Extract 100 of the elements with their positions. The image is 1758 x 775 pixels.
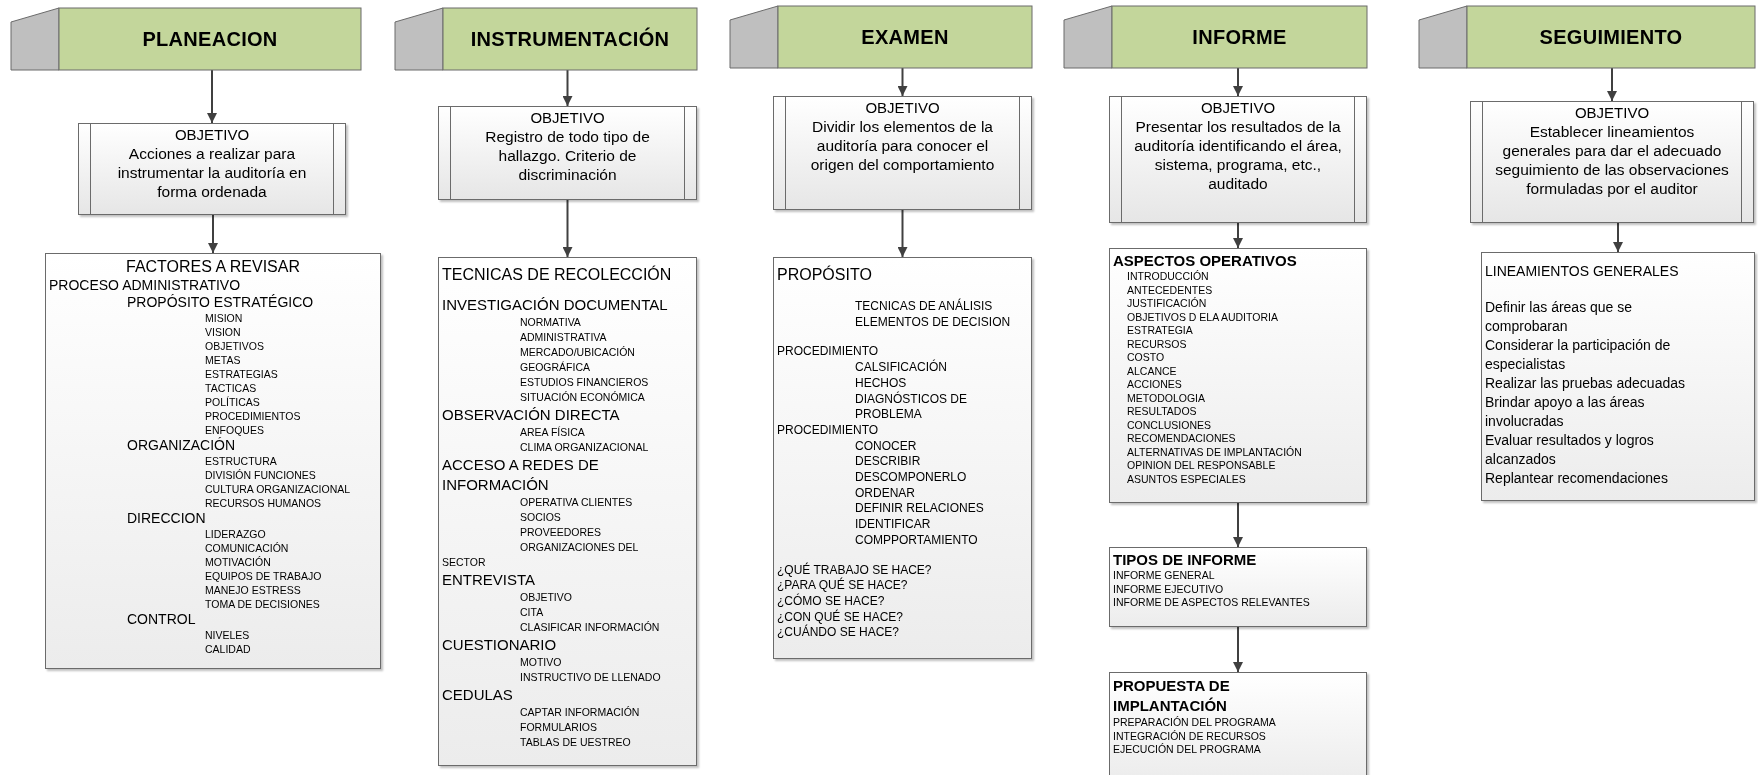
box-heading: ASPECTOS OPERATIVOS	[1113, 252, 1297, 270]
list-item: RECURSOS HUMANOS	[205, 496, 322, 510]
list-item: LIDERAZGO	[205, 527, 266, 541]
list-item: METAS	[205, 353, 241, 367]
list-box	[1481, 252, 1755, 501]
list-item: MOTIVACIÓN	[205, 555, 271, 569]
objective-text: Acciones a realizar para instrumentar la auditoría en forma ordenada	[116, 144, 308, 201]
header-block	[1419, 6, 1755, 68]
list-item: OPERATIVA CLIENTES	[520, 495, 633, 510]
list-item: ESTRUCTURA	[205, 454, 277, 468]
list-item: CONCLUSIONES	[1127, 418, 1211, 432]
header-block	[730, 6, 1032, 68]
arrow	[208, 214, 218, 254]
list-item: RESULTADOS	[1127, 405, 1197, 419]
list-item: ALTERNATIVAS DE IMPLANTACIÓN	[1127, 445, 1302, 459]
list-item: IDENTIFICAR COMPPORTAMIENTO	[855, 517, 975, 549]
list-item: OPINION DEL RESPONSABLE	[1127, 459, 1276, 473]
list-item: ESTUDIOS FINANCIEROS	[520, 375, 649, 390]
list-item: OBSERVACIÓN DIRECTA	[442, 405, 620, 425]
list-item: CALSIFICACIÓN	[855, 360, 947, 376]
header-title: EXAMEN	[860, 25, 950, 49]
list-item: CITA	[520, 605, 544, 620]
list-item: ENFOQUES	[205, 423, 264, 437]
list-item: MISION	[205, 311, 243, 325]
arrow	[562, 199, 573, 258]
list-item: INFORME GENERAL	[1113, 569, 1215, 583]
list-item: INSTRUCTIVO DE LLENADO	[520, 670, 661, 685]
list-item: COMUNICACIÓN	[205, 541, 289, 555]
list-item: ESTRATEGIA	[1127, 324, 1193, 338]
box-heading: TIPOS DE INFORME	[1113, 551, 1257, 569]
process-box	[1470, 101, 1754, 223]
header-block	[11, 8, 361, 70]
list-item: OBJETIVOS	[205, 339, 264, 353]
list-item: AREA FÍSICA	[520, 425, 585, 440]
list-item: ¿PARA QUÉ SE HACE?	[777, 578, 908, 593]
list-item: ANTECEDENTES	[1127, 283, 1213, 297]
arrow	[1233, 502, 1243, 548]
list-item: PROCEDIMIENTOS	[205, 409, 301, 423]
header-title: INFORME	[1191, 25, 1288, 49]
list-item: NIVELES	[205, 628, 250, 642]
header-title: PLANEACION	[141, 27, 279, 51]
list-item: RECURSOS	[1127, 337, 1187, 351]
list-item: CALIDAD	[205, 642, 251, 656]
list-box	[1109, 248, 1367, 503]
list-box	[1109, 547, 1367, 627]
list-item: CONTROL	[127, 611, 196, 628]
process-box	[78, 123, 346, 215]
list-item: EJECUCIÓN DEL PROGRAMA	[1113, 743, 1261, 757]
list-item: Considerar la participación de especialistas	[1485, 336, 1672, 374]
arrow	[1607, 67, 1617, 102]
list-item: CLASIFICAR INFORMACIÓN	[520, 620, 660, 635]
list-item: ¿CUÁNDO SE HACE?	[777, 625, 900, 642]
process-box	[773, 96, 1032, 210]
list-item: Replantear recomendaciones	[1485, 469, 1668, 488]
list-item: RECOMENDACIONES	[1127, 432, 1236, 446]
box-heading: OBJETIVO	[530, 109, 605, 127]
list-item: VISION	[205, 325, 241, 339]
list-item: Evaluar resultados y logros alcanzados	[1485, 431, 1655, 469]
list-item: OBJETIVO	[520, 590, 572, 605]
list-item: CUESTIONARIO	[442, 635, 557, 655]
box-heading: PROPÓSITO	[777, 265, 872, 285]
list-item: CONOCER	[855, 438, 917, 455]
objective-text: Establecer lineamientos generales para dar el adecuado seguimiento de las observaciones formuladas por el auditor	[1495, 122, 1729, 198]
box-heading: OBJETIVO	[1574, 104, 1650, 122]
arrow	[1233, 222, 1243, 249]
list-item: JUSTIFICACIÓN	[1127, 297, 1207, 311]
list-item: INVESTIGACIÓN DOCUMENTAL	[442, 295, 668, 315]
list-box	[773, 257, 1032, 659]
list-item: HECHOS	[855, 375, 907, 391]
header-title: INSTRUMENTACIÓN	[469, 27, 671, 51]
box-heading: PROPUESTA DE IMPLANTACIÓN	[1113, 676, 1231, 716]
list-item: TACTICAS	[205, 381, 257, 395]
list-item: ORGANIZACIÓN	[127, 437, 236, 454]
list-item: ELEMENTOS DE DECISION	[855, 314, 1011, 331]
list-item: PROVEEDORES	[520, 525, 602, 540]
objective-text: Dividir los elementos de la auditoría para conocer el origen del comportamiento	[809, 117, 996, 174]
list-item: SITUACIÓN ECONÓMICA	[520, 390, 645, 405]
list-item: Brindar apoyo a las áreas involucradas	[1485, 393, 1646, 431]
header-block	[395, 8, 697, 70]
list-item: MANEJO ESTRESS	[205, 583, 301, 597]
list-item: PREPARACIÓN DEL PROGRAMA	[1113, 716, 1276, 730]
list-item: PROCESO ADMINISTRATIVO	[49, 277, 241, 294]
process-box	[438, 106, 697, 200]
list-item: Definir las áreas que se comprobaran	[1485, 298, 1634, 336]
list-item: METODOLOGIA	[1127, 391, 1205, 405]
list-item: OBJETIVOS D ELA AUDITORIA	[1127, 310, 1278, 324]
list-item: INTRODUCCIÓN	[1127, 270, 1209, 284]
list-item: PROPÓSITO ESTRATÉGICO	[127, 294, 314, 311]
list-item: DESCOMPONERLO	[855, 470, 967, 486]
list-item: TOMA DE DECISIONES	[205, 597, 320, 611]
list-item: Realizar las pruebas adecuadas	[1485, 374, 1685, 393]
list-item: ESTRATEGIAS	[205, 367, 278, 381]
arrow	[562, 69, 573, 107]
header-title: SEGUIMIENTO	[1538, 25, 1684, 49]
list-item: POLÍTICAS	[205, 395, 260, 409]
list-item: ACCESO A REDES DE INFORMACIÓN	[442, 455, 600, 495]
list-item: ¿CON QUÉ SE HACE?	[777, 609, 904, 624]
list-box	[438, 257, 697, 766]
list-item: DESCRIBIR	[855, 454, 921, 471]
box-heading: OBJETIVO	[1200, 99, 1276, 117]
